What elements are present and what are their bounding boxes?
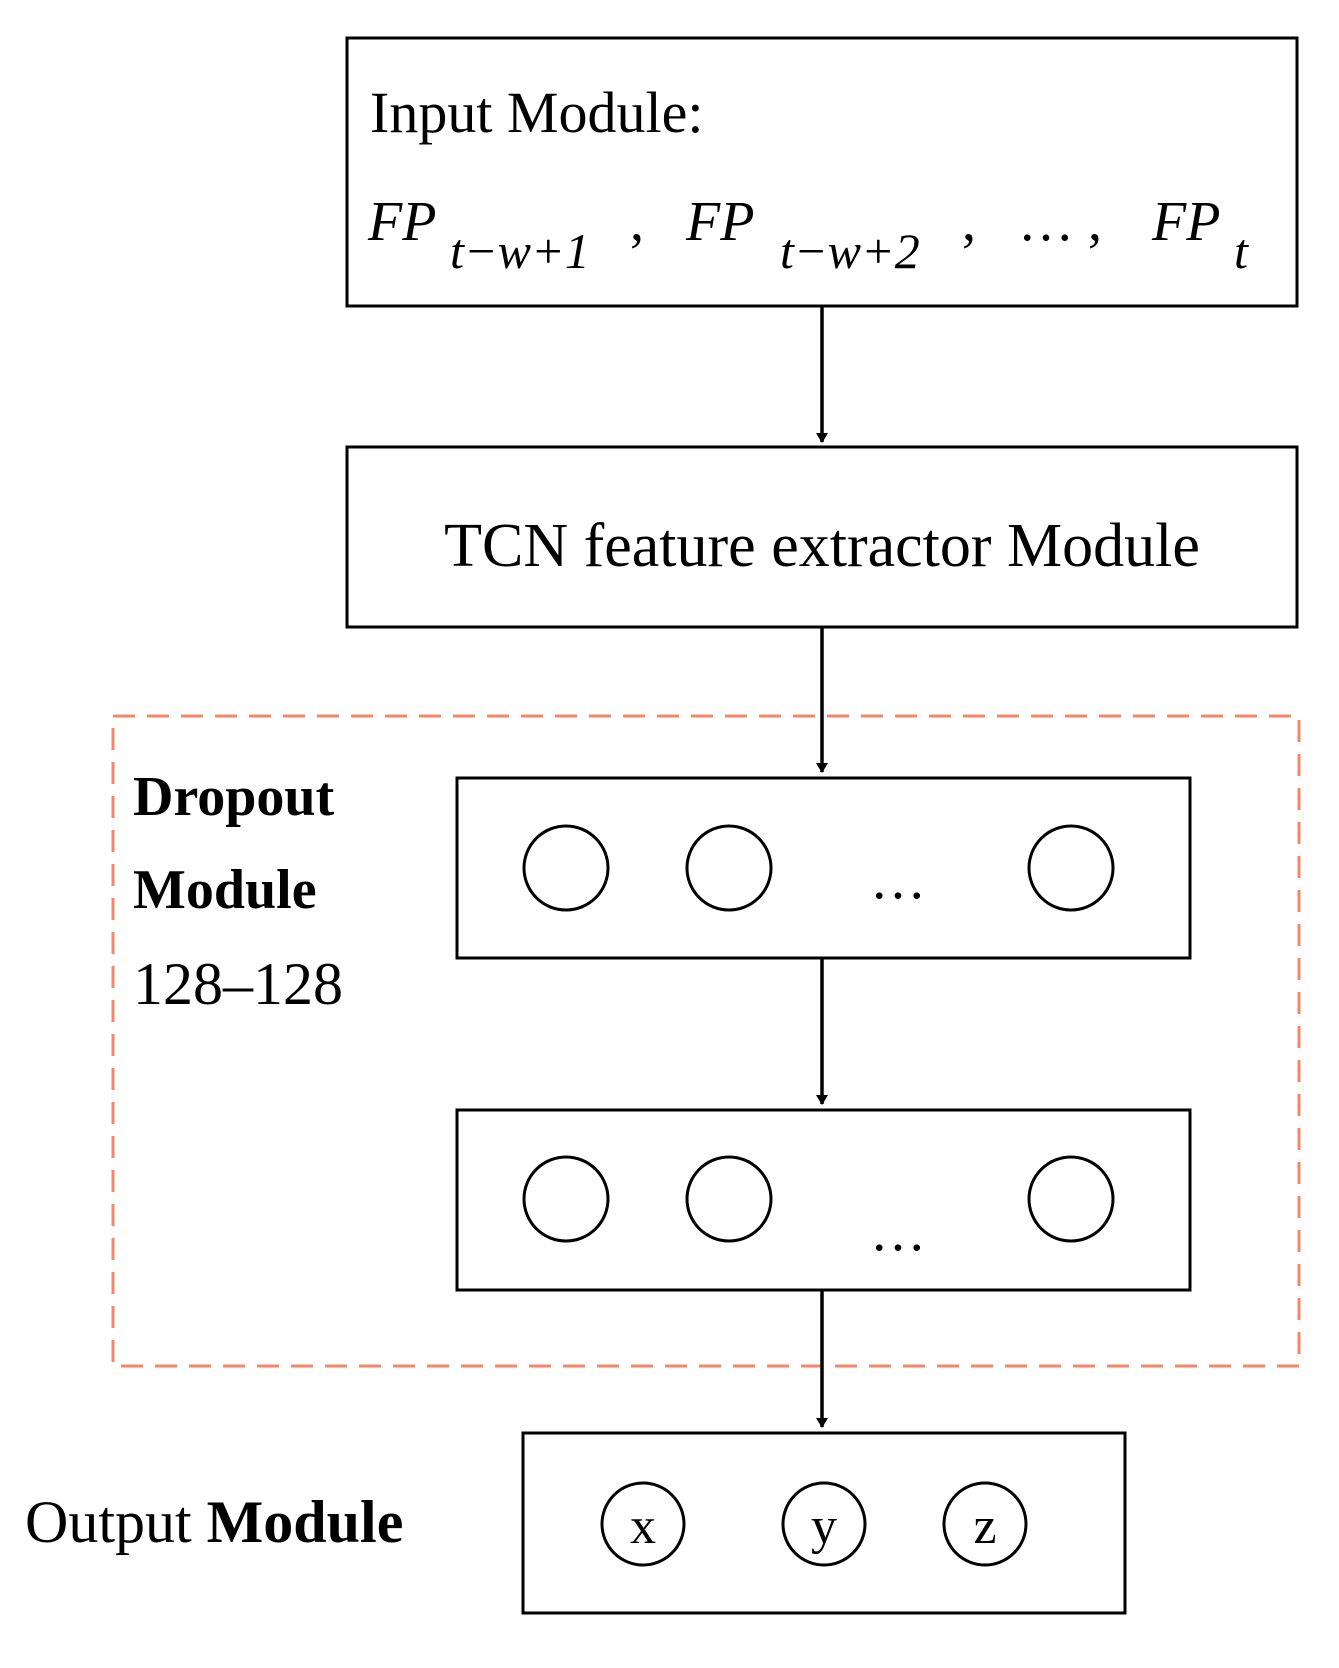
layer-1-ellipsis: …	[870, 849, 926, 911]
output-node-z-label: z	[973, 1498, 996, 1555]
output-node-z: z	[942, 1481, 1028, 1567]
sequence-separator-2: ,	[962, 191, 976, 253]
layer-2-neuron	[685, 1155, 773, 1243]
dropout-module-label-line-2: Module	[133, 859, 317, 921]
output-node-x-label: x	[630, 1498, 656, 1555]
layer-2-neuron	[522, 1155, 610, 1243]
layer-2-ellipsis: …	[870, 1201, 926, 1263]
layer-1-neuron	[522, 824, 610, 912]
sequence-term-2-base: FP	[685, 191, 754, 253]
dropout-module-border	[111, 714, 1301, 1368]
output-node-y: y	[781, 1481, 867, 1567]
output-node-x: x	[600, 1481, 686, 1567]
sequence-term-2-subscript: t−w+2	[780, 223, 920, 279]
input-module-box	[345, 36, 1299, 308]
sequence-term-last-base: FP	[1151, 191, 1220, 253]
sequence-term-last-subscript: t	[1234, 223, 1249, 279]
dropout-module-label-line-1: Dropout	[133, 766, 335, 828]
layer-1-neuron	[1027, 824, 1115, 912]
output-label-regular: Output	[25, 1489, 192, 1555]
dropout-module-label-line-3: 128–128	[133, 951, 343, 1017]
tcn-module-box	[345, 445, 1299, 629]
output-node-y-label: y	[811, 1498, 837, 1555]
sequence-term-1-base: FP	[367, 191, 436, 253]
output-module-label: Output Module	[25, 1489, 403, 1555]
sequence-ellipsis: … ,	[1018, 191, 1102, 253]
sequence-term-1-subscript: t−w+1	[450, 223, 590, 279]
input-sequence: FP t−w+1 , FP t−w+2 , … , FP t	[367, 191, 1249, 279]
layer-2-neuron	[1027, 1155, 1115, 1243]
input-module-title: Input Module:	[370, 80, 703, 145]
sequence-separator-1: ,	[630, 191, 644, 253]
output-label-bold: Module	[207, 1489, 404, 1555]
layer-1-neuron	[685, 824, 773, 912]
tcn-module-label: TCN feature extractor Module	[444, 512, 1200, 580]
